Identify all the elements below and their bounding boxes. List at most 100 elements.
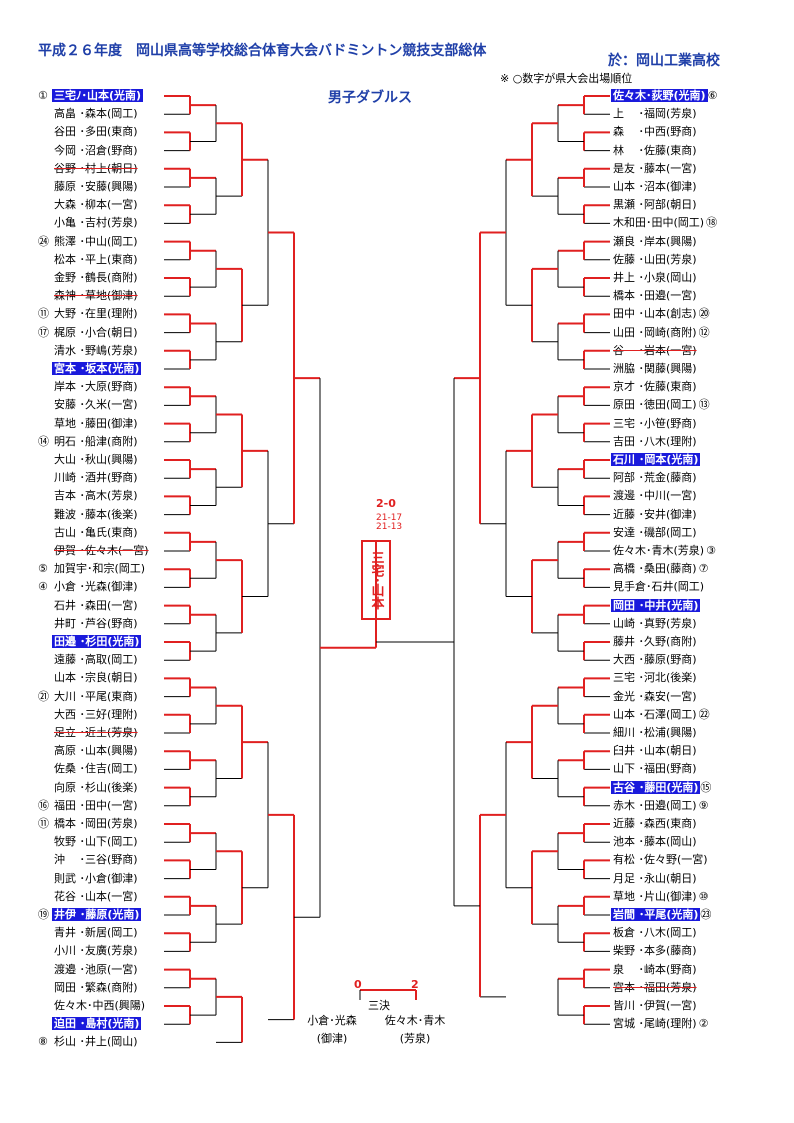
right-entry: 皆川 ･伊賀(一宮) (611, 999, 699, 1013)
right-entry: 安達 ･磯部(岡工) (611, 526, 699, 540)
document-title: 平成２６年度 岡山県高等学校総合体育大会バドミントン競技支部総体 (38, 43, 487, 59)
ranking-note: ※ ○数字が県大会出場順位 (500, 72, 633, 85)
rank-mark: ⑬ (698, 398, 710, 412)
left-entry: 川崎 ･酒井(野商) (38, 471, 140, 485)
pair-name: 福田 ･田中(一宮) (54, 798, 138, 812)
rank-mark: ⑰ (38, 325, 49, 339)
pair-name: 金野 ･鶴長(商附) (54, 271, 138, 284)
left-entry: 草地 ･藤田(御津) (38, 417, 140, 431)
left-entry: 佐々木･中西(興陽) (38, 999, 147, 1013)
right-entry: 山田 ･岡崎(商附)⑫ (611, 326, 710, 340)
rank-mark: ⑮ (700, 780, 712, 794)
right-entry: 草地 ･片山(御津)⑩ (611, 890, 708, 904)
rank-mark: ③ (706, 544, 716, 557)
right-entry: 瀬良 ･岸本(興陽) (611, 235, 699, 249)
right-entry: 吉田 ･八木(理附) (611, 435, 699, 449)
right-entry: 宮本 ･福田(芳泉) (611, 981, 699, 995)
third-place-label: 三決 (368, 999, 390, 1012)
right-entry: 柴野 ･本多(藤商) (611, 944, 699, 958)
right-entry: 渡邊 ･中川(一宮) (611, 489, 699, 503)
right-entry: 赤木 ･田邉(岡工)⑨ (611, 799, 708, 813)
pair-name: 山崎 ･真野(芳泉) (613, 616, 697, 630)
pair-name: 高畠 ･森本(岡工) (54, 107, 138, 121)
left-entry: 宮本 ･坂本(光南) (38, 362, 142, 376)
left-entry: 山本 ･宗良(朝日) (38, 671, 140, 685)
right-entry: 石川 ･岡本(光南) (611, 453, 701, 467)
third-right-score: 2 (411, 978, 419, 991)
pair-name: 佐藤 ･山田(芳泉) (613, 252, 697, 266)
champion-box: 三宅･山本 (361, 540, 391, 620)
rank-mark: ⑪ (38, 307, 49, 321)
left-entry: 迫田 ･島村(光南) (38, 1017, 142, 1031)
right-entry: 金光 ･森安(一宮) (611, 690, 699, 704)
left-entry: 花谷 ･山本(一宮) (38, 890, 140, 904)
pair-name: 渡邊 ･中川(一宮) (613, 489, 697, 503)
left-entry: 森神 ･草地(御津) (38, 289, 140, 303)
pair-name: 洲脇 ･関藤(興陽) (613, 362, 697, 375)
left-entry: 則武 ･小倉(御津) (38, 872, 140, 886)
right-entry: 是友 ･藤本(一宮) (611, 162, 699, 176)
pair-name: 高原 ･山本(興陽) (54, 744, 138, 758)
venue-label: 於：岡山工業高校 (608, 53, 720, 69)
pair-name: 大森 ･柳本(一宮) (54, 198, 138, 212)
final-game-1: 21-17 (376, 513, 403, 523)
pair-name: 三宅 ･小笹(野商) (613, 416, 697, 430)
pair-name: 井伊 ･藤原(光南) (52, 908, 142, 921)
pair-name: 月足 ･永山(朝日) (613, 871, 697, 885)
pair-name: 森神 ･草地(御津) (54, 289, 138, 303)
pair-name: 柴野 ･本多(藤商) (613, 944, 697, 958)
left-entry: 高原 ･山本(興陽) (38, 744, 140, 758)
pair-name: 山本 ･宗良(朝日) (54, 671, 138, 685)
pair-name: 井町 ･芦谷(野商) (54, 616, 138, 630)
left-entry: 吉本 ･高木(芳泉) (38, 489, 140, 503)
pair-name: 橋本 ･田邉(一宮) (613, 289, 697, 303)
event-title: 男子ダブルス (328, 90, 412, 106)
left-entry: 井町 ･芦谷(野商) (38, 617, 140, 631)
left-entry: 清水 ･野嶋(芳泉) (38, 344, 140, 358)
right-entry: 宮城 ･尾崎(理附)② (611, 1017, 708, 1031)
right-entry: 山本 ･沼本(御津) (611, 180, 699, 194)
right-entry: 木和田･田中(岡工)⑱ (611, 216, 717, 230)
left-entry: 小川 ･友廣(芳泉) (38, 944, 140, 958)
pair-name: 近藤 ･森西(東商) (613, 817, 697, 830)
pair-name: 橋本 ･岡田(芳泉) (54, 817, 138, 830)
rank-mark: ⑱ (706, 216, 718, 230)
pair-name: 松本 ･平上(東商) (54, 252, 138, 266)
rank-mark: ⑯ (38, 798, 49, 812)
left-entry: 向原 ･杉山(後楽) (38, 781, 140, 795)
left-entry: 石井 ･森田(一宮) (38, 599, 140, 613)
right-entry: 近藤 ･安井(御津) (611, 508, 699, 522)
pair-name: 清水 ･野嶋(芳泉) (54, 343, 138, 357)
right-entry: 三宅 ･河北(後楽) (611, 671, 699, 685)
pair-name: 難波 ･藤本(後楽) (54, 507, 138, 521)
pair-name: 見手倉･石井(岡工) (613, 580, 705, 594)
third-left-school: (御津) (316, 1032, 348, 1045)
pair-name: 佐々木･中西(興陽) (54, 999, 146, 1012)
right-entry: 佐々木･青木(芳泉)③ (611, 544, 716, 558)
pair-name: 板倉 ･八木(岡工) (613, 926, 697, 940)
pair-name: 則武 ･小倉(御津) (54, 871, 138, 885)
rank-mark: ⑥ (707, 89, 718, 102)
pair-name: 岩間 ･平尾(光南) (611, 908, 701, 921)
pair-name: 岡田 ･中井(光南) (611, 598, 701, 612)
pair-name: 田邉 ･杉田(光南) (52, 635, 142, 648)
pair-name: 井上 ･小泉(岡山) (613, 271, 697, 284)
pair-name: 宮本 ･福田(芳泉) (613, 980, 697, 994)
left-entry: 田邉 ･杉田(光南) (38, 635, 142, 649)
pair-name: 伊賀 ･佐々木(一宮) (54, 544, 149, 557)
right-entry: 臼井 ･山本(朝日) (611, 744, 699, 758)
pair-name: 瀬良 ･岸本(興陽) (613, 234, 697, 248)
rank-mark: ⑦ (698, 562, 709, 576)
pair-name: 大野 ･在里(理附) (54, 307, 138, 321)
right-entry: 三宅 ･小笹(野商) (611, 417, 699, 431)
pair-name: 川崎 ･酒井(野商) (54, 471, 138, 485)
rank-mark: ㉑ (38, 689, 49, 703)
left-entry: 安藤 ･久米(一宮) (38, 398, 140, 412)
left-entry: 高畠 ･森本(岡工) (38, 107, 140, 121)
rank-mark: ⑲ (38, 908, 49, 921)
